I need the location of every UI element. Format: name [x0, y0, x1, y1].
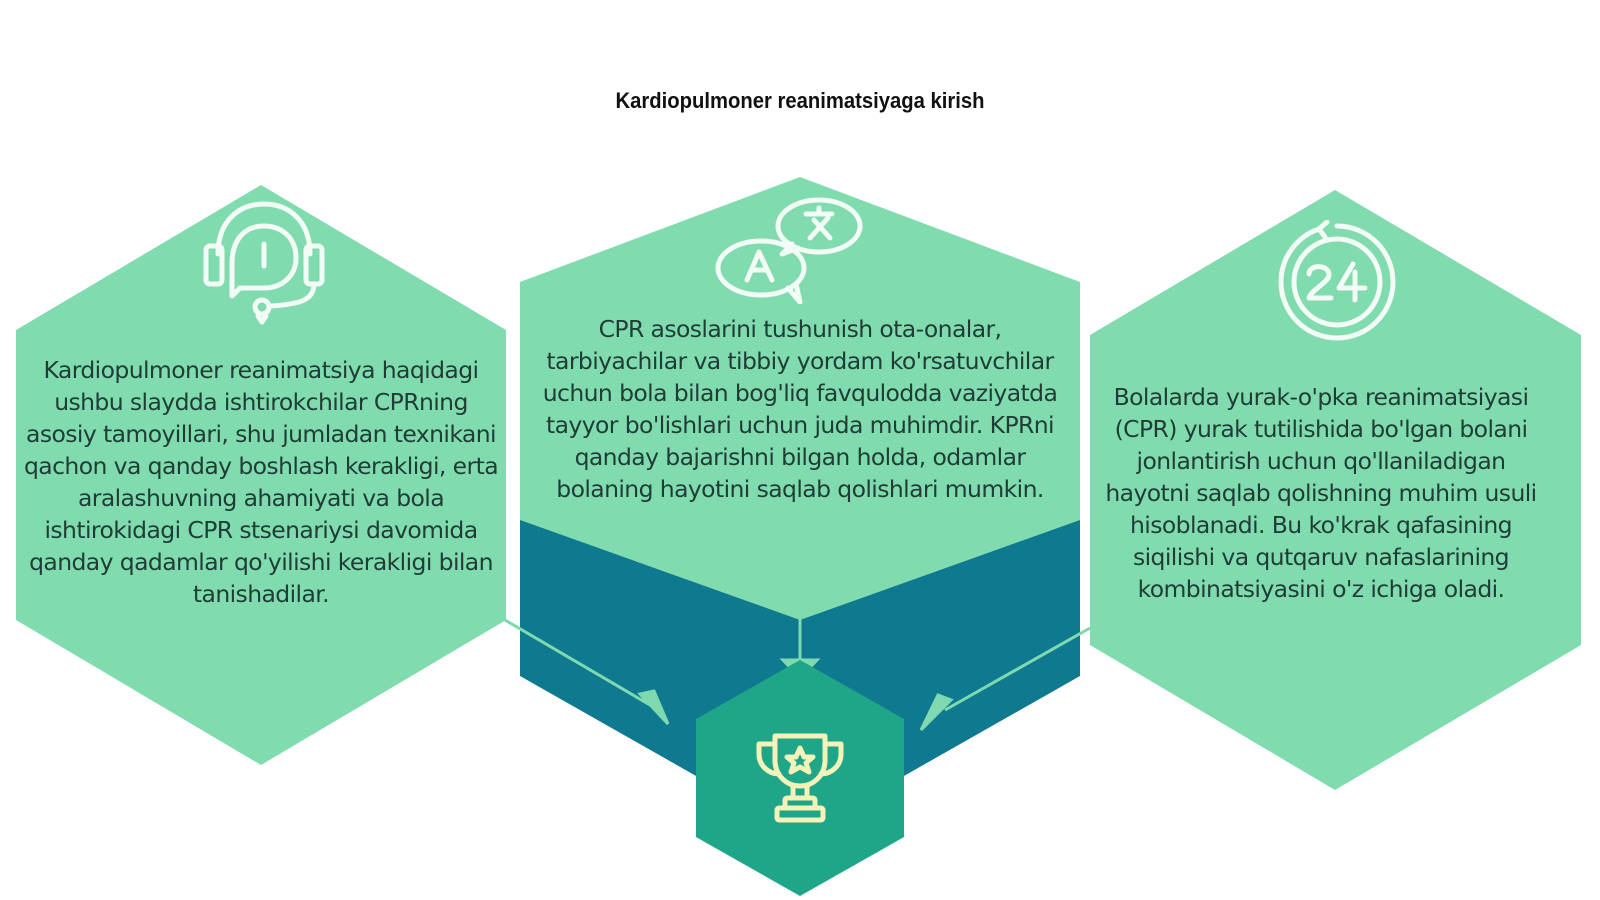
24-hours-icon — [1278, 220, 1396, 341]
node-left-text: Kardiopulmoner reanimatsiya haqidagi ush… — [23, 356, 499, 608]
hex-right — [1090, 190, 1581, 790]
translate-bubbles-icon — [715, 197, 863, 304]
arrow-left-head — [637, 689, 670, 726]
hex-middle — [520, 177, 1080, 620]
hex-left — [16, 185, 506, 765]
page-title: Kardiopulmoner reanimatsiyaga kirish — [615, 88, 985, 113]
node-right-text: Bolalarda yurak-o'pka reanimatsiyasi (CP… — [1105, 383, 1537, 603]
arrow-right-head — [919, 693, 954, 732]
trophy-icon — [756, 733, 844, 823]
node-middle-text: CPR asoslarini tushunish ota-onalar, tar… — [542, 315, 1058, 503]
headset-alert-icon — [203, 201, 325, 325]
arrow-right — [944, 626, 1091, 712]
arrow-left — [504, 618, 651, 707]
hex-trophy — [696, 660, 904, 896]
